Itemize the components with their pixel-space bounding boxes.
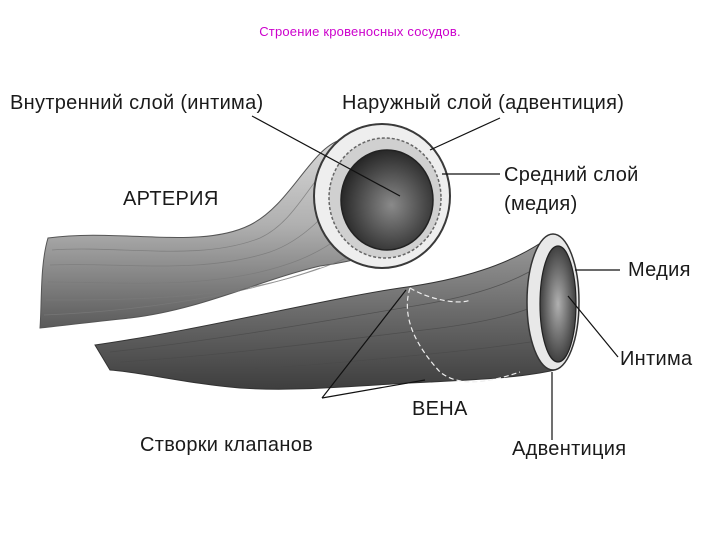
label-intima: Внутренний слой (интима) xyxy=(10,92,263,115)
label-media-line1: Средний слой xyxy=(504,164,639,187)
label-valves: Створки клапанов xyxy=(140,434,313,457)
vein-lumen xyxy=(540,246,576,362)
label-media-line2: (медия) xyxy=(504,193,578,216)
artery-lumen xyxy=(341,150,433,250)
label-vein-intima: Интима xyxy=(620,348,692,371)
label-artery: АРТЕРИЯ xyxy=(123,188,219,211)
label-adventitia: Наружный слой (адвентиция) xyxy=(342,92,624,115)
label-vein: ВЕНА xyxy=(412,398,468,421)
label-vein-adventitia: Адвентиция xyxy=(512,438,626,461)
label-vein-media: Медия xyxy=(628,259,691,282)
